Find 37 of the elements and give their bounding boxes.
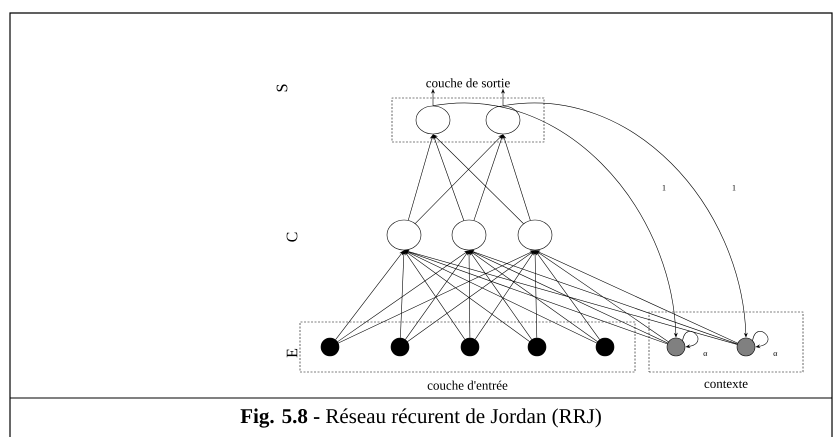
arrow: [752, 331, 768, 348]
arrow: [404, 250, 597, 344]
layer-letter: E: [286, 348, 298, 358]
input-dot: [390, 338, 410, 356]
neuron-circle: [452, 220, 486, 250]
node-label: couche d'entrée: [428, 380, 508, 390]
edge-label: 1: [661, 184, 667, 192]
layer-letter: S: [276, 84, 288, 92]
node-label: contexte: [704, 380, 748, 388]
context-dot: [666, 338, 686, 356]
layer-letter: C: [286, 232, 298, 242]
arrow: [469, 250, 668, 344]
node-label: couche de sortie: [426, 78, 510, 88]
edge-label: α: [772, 351, 778, 357]
arrow: [337, 250, 469, 342]
arrow: [469, 250, 598, 342]
arrow: [535, 250, 669, 342]
arrow: [535, 250, 738, 344]
layer-box: couche d'entrée: [300, 322, 636, 390]
caption: Fig. 5.8 - Réseau récurent de Jordan (RRJ): [240, 408, 601, 428]
layer-box: couche de sortie: [392, 78, 544, 142]
neuron-circle: [416, 106, 450, 134]
arrow: [338, 250, 535, 344]
input-dot: [320, 338, 340, 356]
neuron-circle: [486, 106, 520, 134]
edge-label: 1: [731, 184, 737, 192]
arrow: [469, 250, 738, 344]
input-dot: [528, 338, 546, 356]
neuron-circle: [518, 220, 552, 250]
edge-label: α: [702, 351, 708, 357]
arrow: [682, 331, 698, 348]
arrow: [404, 250, 738, 345]
context-dot: [736, 338, 756, 356]
input-dot: [460, 338, 480, 356]
neuron-circle: [386, 220, 422, 250]
arrow: [404, 250, 668, 344]
input-dot: [596, 338, 614, 356]
